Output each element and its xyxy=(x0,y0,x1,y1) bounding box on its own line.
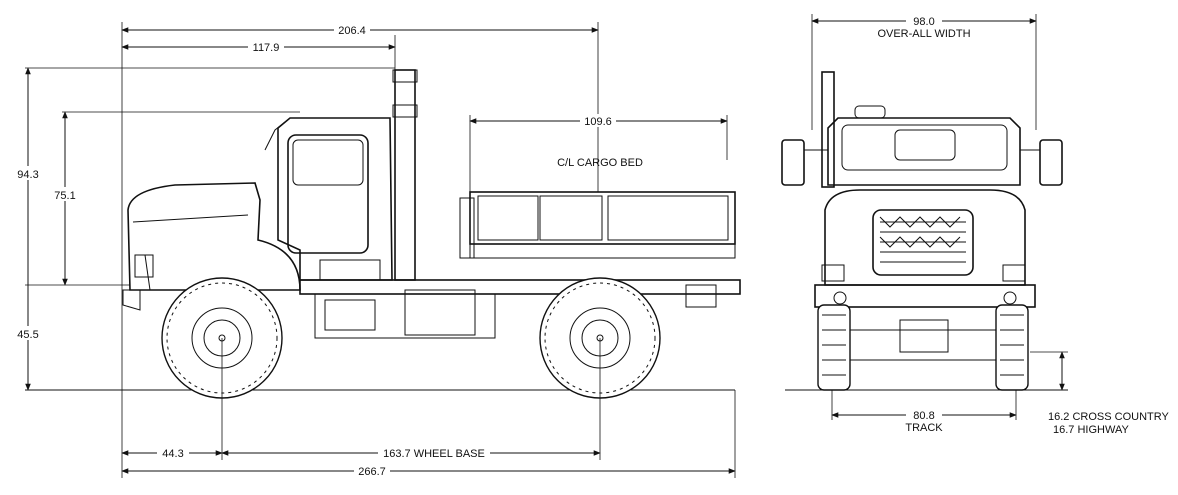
mirror-right xyxy=(1039,139,1063,186)
headlight-left xyxy=(821,264,845,282)
front-cab xyxy=(827,117,1021,186)
hood xyxy=(127,182,301,291)
mirror-arm xyxy=(264,121,286,151)
rear-light-panel xyxy=(685,284,717,308)
front-exhaust-stack xyxy=(821,71,835,188)
cab-door-window xyxy=(287,134,369,254)
mirror-left xyxy=(781,139,805,186)
front-bumper xyxy=(122,289,141,311)
grille xyxy=(872,209,974,276)
dim-75-1: 75.1 xyxy=(54,190,75,202)
side-view: 206.4 117.9 109.6 C/L CARGO BED 94.3 75.… xyxy=(14,22,741,478)
front-view: 98.0 OVER-ALL WIDTH 80.8 TRACK 16.2 CROS… xyxy=(781,14,1169,436)
overall-width-label: OVER-ALL WIDTH xyxy=(877,28,970,40)
headlight-right xyxy=(1002,264,1026,282)
dim-44-3: 44.3 xyxy=(162,448,183,460)
dim-80-8: 80.8 xyxy=(913,410,934,422)
ground-clearance-cross-country: 16.2 CROSS COUNTRY xyxy=(1048,411,1169,423)
front-bumper-view xyxy=(814,284,1036,308)
cargo-bed-label: C/L CARGO BED xyxy=(557,157,643,169)
headlight xyxy=(134,254,154,278)
front-hood xyxy=(824,189,1026,286)
cab xyxy=(277,117,393,281)
front-right-tire xyxy=(995,304,1029,391)
dim-94-3: 94.3 xyxy=(17,169,38,181)
dim-206-4: 206.4 xyxy=(338,25,366,37)
front-left-tire xyxy=(817,304,851,391)
dim-45-5: 45.5 xyxy=(17,329,38,341)
ground-clearance-highway: 16.7 HIGHWAY xyxy=(1053,424,1129,436)
windshield xyxy=(841,124,1008,171)
exhaust-stack xyxy=(394,69,416,281)
cab-step xyxy=(319,259,381,281)
dim-wheel-base: 163.7 WHEEL BASE xyxy=(383,448,485,460)
dim-109-6: 109.6 xyxy=(584,116,612,128)
track-label: TRACK xyxy=(905,422,943,434)
chassis-frame xyxy=(299,279,741,295)
dim-266-7: 266.7 xyxy=(358,466,386,478)
dim-117-9: 117.9 xyxy=(253,42,280,54)
dim-98-0: 98.0 xyxy=(913,16,934,28)
